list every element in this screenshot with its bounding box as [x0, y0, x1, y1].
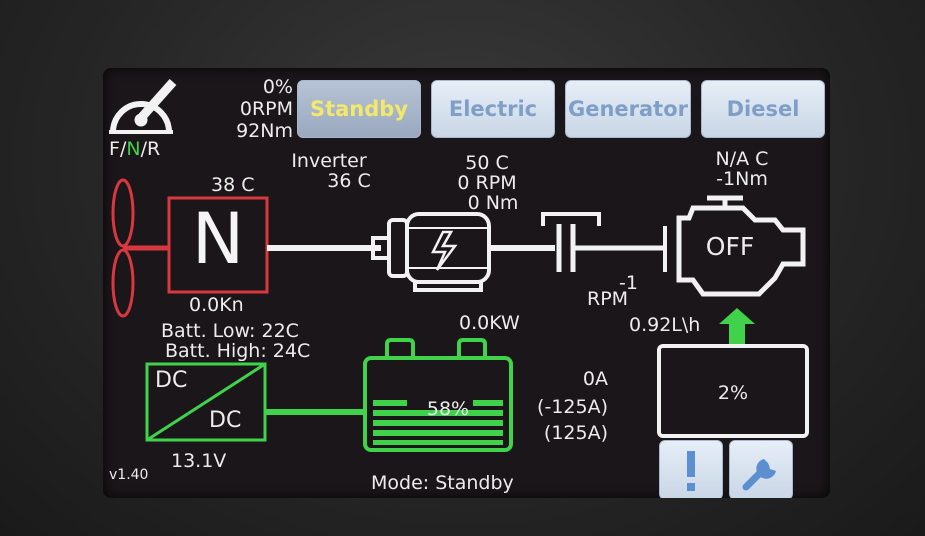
inverter-temp: 36 C [327, 170, 371, 192]
battery-current-min: (-125A) [537, 396, 608, 418]
fuel-tank-box [657, 344, 809, 438]
engine-icon [676, 195, 806, 297]
version-label: v1.40 [109, 467, 149, 483]
engine-temp: N/A C [715, 148, 769, 170]
dcdc-converter-icon [145, 362, 267, 442]
battery-current: 0A [582, 368, 608, 390]
battery-current-max: (125A) [543, 422, 608, 444]
tab-generator[interactable]: Generator [565, 80, 691, 138]
service-button[interactable] [729, 440, 793, 498]
engine-state: OFF [705, 232, 755, 261]
mode-status: Mode: Standby [371, 472, 514, 494]
fuel-rate: 0.92L\h [629, 314, 701, 336]
gearbox-temp: 38 C [211, 174, 255, 196]
system-diagram [109, 79, 809, 452]
inverter-label: Inverter [291, 150, 367, 172]
tab-diesel[interactable]: Diesel [701, 80, 825, 138]
fuel-flow-arrow-icon [719, 308, 755, 344]
propeller-icon [111, 178, 169, 318]
electric-motor-icon [371, 212, 491, 292]
batt-low-row: Batt. Low: 22C [161, 320, 299, 342]
exclamation-icon [687, 451, 695, 491]
tab-standby[interactable]: Standby [297, 80, 421, 138]
engine-rpm-unit: RPM [587, 288, 629, 310]
throttle-percent: 0% [262, 76, 293, 98]
tab-electric[interactable]: Electric [431, 80, 555, 138]
batt-high-row: Batt. High: 24C [165, 340, 311, 362]
engine-rpm-value: -1 [619, 272, 638, 294]
fnr-indicator: F/N/R [109, 138, 161, 160]
wrench-icon [742, 459, 776, 491]
gear-indicator: N [191, 198, 245, 280]
motor-temp: 50 C [465, 152, 509, 174]
prop-rpm: 0RPM [239, 98, 293, 120]
motor-power: 0.0KW [459, 312, 520, 334]
motor-torque: 0 Nm [467, 192, 519, 214]
display-screen: F/N/R 0% 0RPM 92Nm Standby Electric Gene… [103, 68, 830, 498]
motor-rpm: 0 RPM [457, 172, 517, 194]
throttle-lever-icon [109, 79, 177, 134]
alert-button[interactable] [659, 440, 723, 498]
fuel-level: 2% [717, 382, 749, 404]
clutch-icon [541, 212, 601, 272]
thrust-value: 0.0Kn [189, 294, 244, 316]
battery-icon [363, 338, 513, 452]
battery-soc: 58% [426, 398, 470, 420]
dcdc-top-label: DC [155, 368, 188, 393]
prop-torque: 92Nm [236, 120, 293, 142]
battery-level-bars [373, 400, 503, 445]
dcdc-voltage: 13.1V [171, 450, 227, 472]
dcdc-bottom-label: DC [209, 408, 242, 433]
engine-torque: -1Nm [716, 168, 768, 190]
